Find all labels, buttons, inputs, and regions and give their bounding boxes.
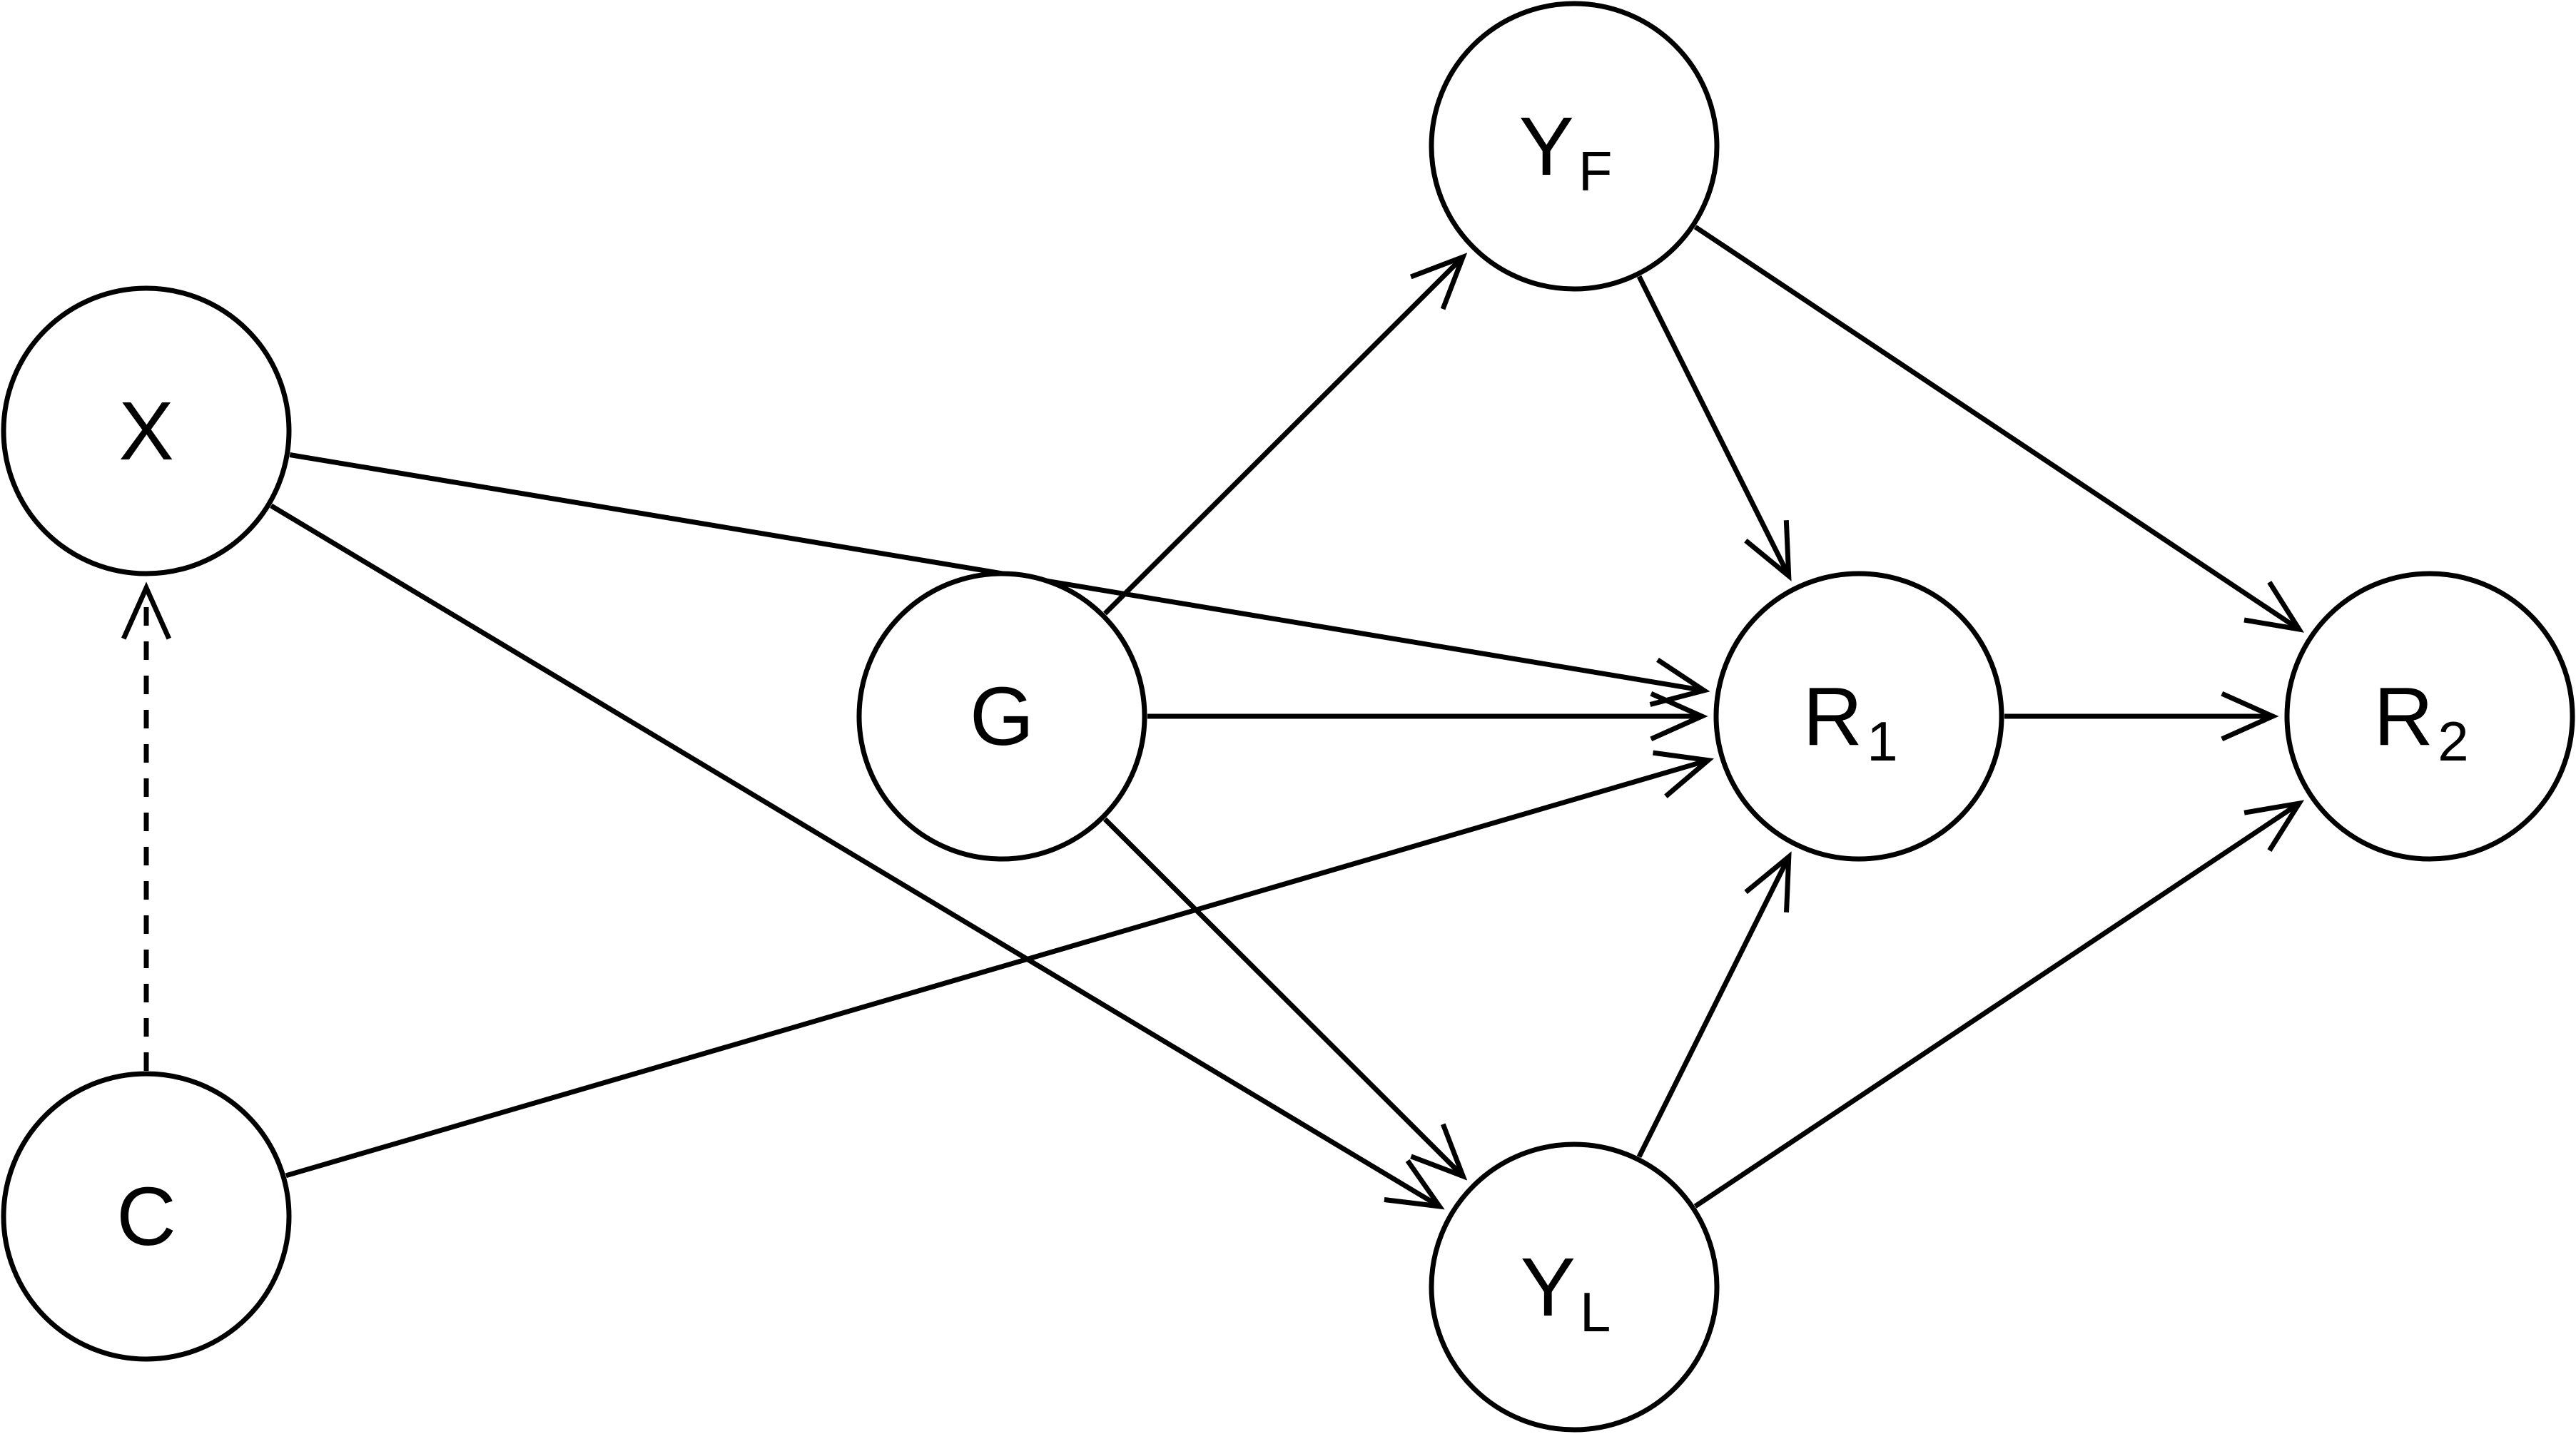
node-yf: YF <box>1429 1 1720 292</box>
node-label-main: X <box>118 385 173 477</box>
edge-c-to-r1 <box>285 750 1715 1179</box>
node-r2: R2 <box>2284 571 2575 862</box>
arrowhead-icon <box>1410 1123 1468 1181</box>
edge-yl-to-r1 <box>1636 851 1792 1158</box>
node-label: YF <box>1518 100 1612 203</box>
arrowhead-icon <box>1744 520 1792 581</box>
node-label-main: Y <box>1518 100 1573 193</box>
node-c: C <box>1 1071 292 1362</box>
node-circle <box>2284 571 2575 862</box>
node-label: R1 <box>1802 670 1897 773</box>
arrowhead-icon <box>121 581 171 640</box>
arrowhead-icon <box>1653 750 1715 798</box>
node-label: X <box>118 385 173 477</box>
edge-line <box>1103 255 1465 616</box>
arrowhead-icon <box>2243 581 2305 633</box>
node-label-main: C <box>116 1170 176 1263</box>
edge-g-to-r1 <box>1147 691 1708 741</box>
arrowhead-icon <box>2221 691 2279 741</box>
edge-yf-to-r2 <box>1693 225 2305 633</box>
node-circle <box>1 285 292 576</box>
arrowhead-icon <box>1744 851 1792 912</box>
arrowhead-icon <box>1650 691 1708 741</box>
arrowhead-icon <box>2243 800 2305 852</box>
node-circle <box>1429 1 1720 292</box>
arrowhead-icon <box>1409 253 1468 310</box>
node-label-main: R <box>1802 670 1862 763</box>
edge-line <box>285 758 1709 1179</box>
node-label-main: Y <box>1521 1241 1576 1333</box>
edge-line <box>1693 801 2301 1209</box>
node-label-main: R <box>2373 670 2433 763</box>
node-label-main: G <box>970 670 1034 763</box>
node-x: X <box>1 285 292 576</box>
edge-line <box>1636 855 1791 1158</box>
node-label: C <box>116 1170 176 1263</box>
node-r1: R1 <box>1713 571 2004 862</box>
node-label: R2 <box>2373 670 2468 773</box>
node-label: YL <box>1521 1241 1611 1343</box>
node-circle <box>1 1071 292 1362</box>
arrowhead-icon <box>1384 1159 1445 1210</box>
edge-g-to-yf <box>1103 253 1468 616</box>
node-label-subscript: 1 <box>1867 710 1897 773</box>
node-label: G <box>970 670 1034 763</box>
node-circle <box>1713 571 2004 862</box>
edge-r1-to-r2 <box>2004 691 2279 741</box>
node-label-subscript: L <box>1580 1281 1611 1343</box>
node-circle <box>1429 1141 1720 1433</box>
edge-line <box>1636 275 1791 577</box>
node-g: G <box>856 571 1147 862</box>
node-yl: YL <box>1429 1141 1720 1433</box>
edge-line <box>1693 225 2301 631</box>
edge-line <box>270 503 1441 1209</box>
edge-x-to-yl <box>270 503 1445 1210</box>
edge-g-to-yl <box>1102 817 1468 1181</box>
node-circle <box>856 571 1147 862</box>
node-label-subscript: 2 <box>2438 710 2468 773</box>
edge-yl-to-r2 <box>1693 800 2305 1209</box>
node-label-subscript: F <box>1578 140 1613 203</box>
edge-yf-to-r1 <box>1636 275 1792 581</box>
edge-line <box>1102 817 1465 1179</box>
edge-c-to-x <box>121 581 171 1071</box>
